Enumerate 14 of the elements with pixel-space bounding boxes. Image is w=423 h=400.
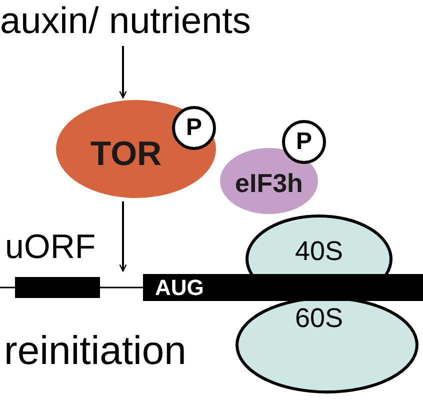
process-label: reinitiation — [4, 328, 186, 374]
node-label: TOR — [90, 134, 162, 174]
coding-region-bar — [143, 274, 423, 301]
uorf-label: uORF — [5, 229, 96, 265]
arrow — [119, 46, 127, 98]
uorf-bar — [15, 277, 100, 298]
node-label: 40S — [295, 236, 344, 266]
node-label: AUG — [154, 274, 204, 301]
arrow — [119, 201, 127, 272]
node-label: P — [186, 113, 202, 143]
node-label: P — [296, 127, 312, 157]
node-label: eIF3h — [235, 166, 303, 200]
input-label: auxin/ nutrients — [0, 0, 251, 42]
node-label: 60S — [295, 303, 344, 333]
